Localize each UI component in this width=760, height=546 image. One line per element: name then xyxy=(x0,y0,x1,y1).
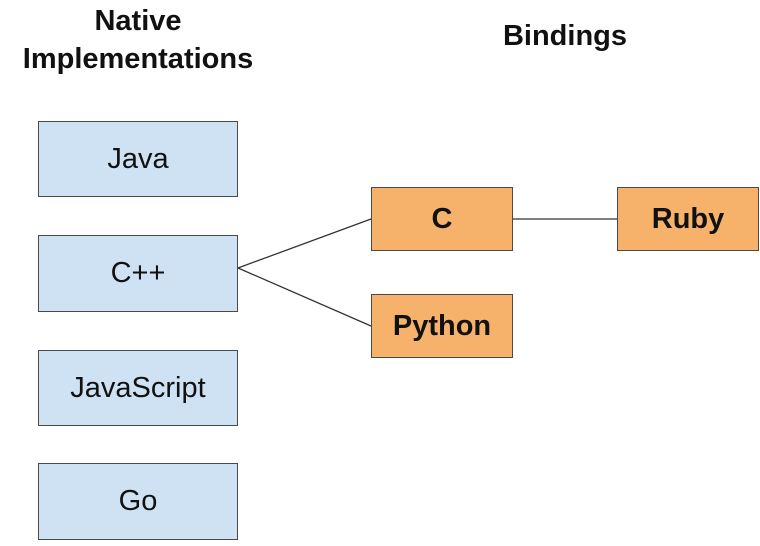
native-box-java: Java xyxy=(38,121,238,197)
connector-cpp-to-python xyxy=(237,267,372,327)
connector-cpp-to-c xyxy=(237,218,372,269)
native-heading-line-2: Implementations xyxy=(22,43,254,75)
native-box-label: JavaScript xyxy=(70,371,206,404)
native-box-go: Go xyxy=(38,463,238,540)
bindings-heading: Bindings xyxy=(502,20,628,52)
native-heading-line-1: Native xyxy=(94,5,182,37)
native-box-label: C++ xyxy=(110,257,166,289)
native-box-label: Go xyxy=(118,485,158,517)
binding-box-python: Python xyxy=(371,294,513,358)
binding-box-label: Python xyxy=(392,309,492,342)
binding-box-label: Ruby xyxy=(651,202,725,235)
binding-box-ruby: Ruby xyxy=(617,187,759,251)
native-box-javascript: JavaScript xyxy=(38,350,238,426)
binding-box-c: C xyxy=(371,187,513,251)
native-box-label: Java xyxy=(107,142,169,175)
native-box-cpp: C++ xyxy=(38,235,238,312)
native-implementations-heading: Native Implementations xyxy=(0,2,276,78)
binding-box-label: C xyxy=(431,202,453,235)
